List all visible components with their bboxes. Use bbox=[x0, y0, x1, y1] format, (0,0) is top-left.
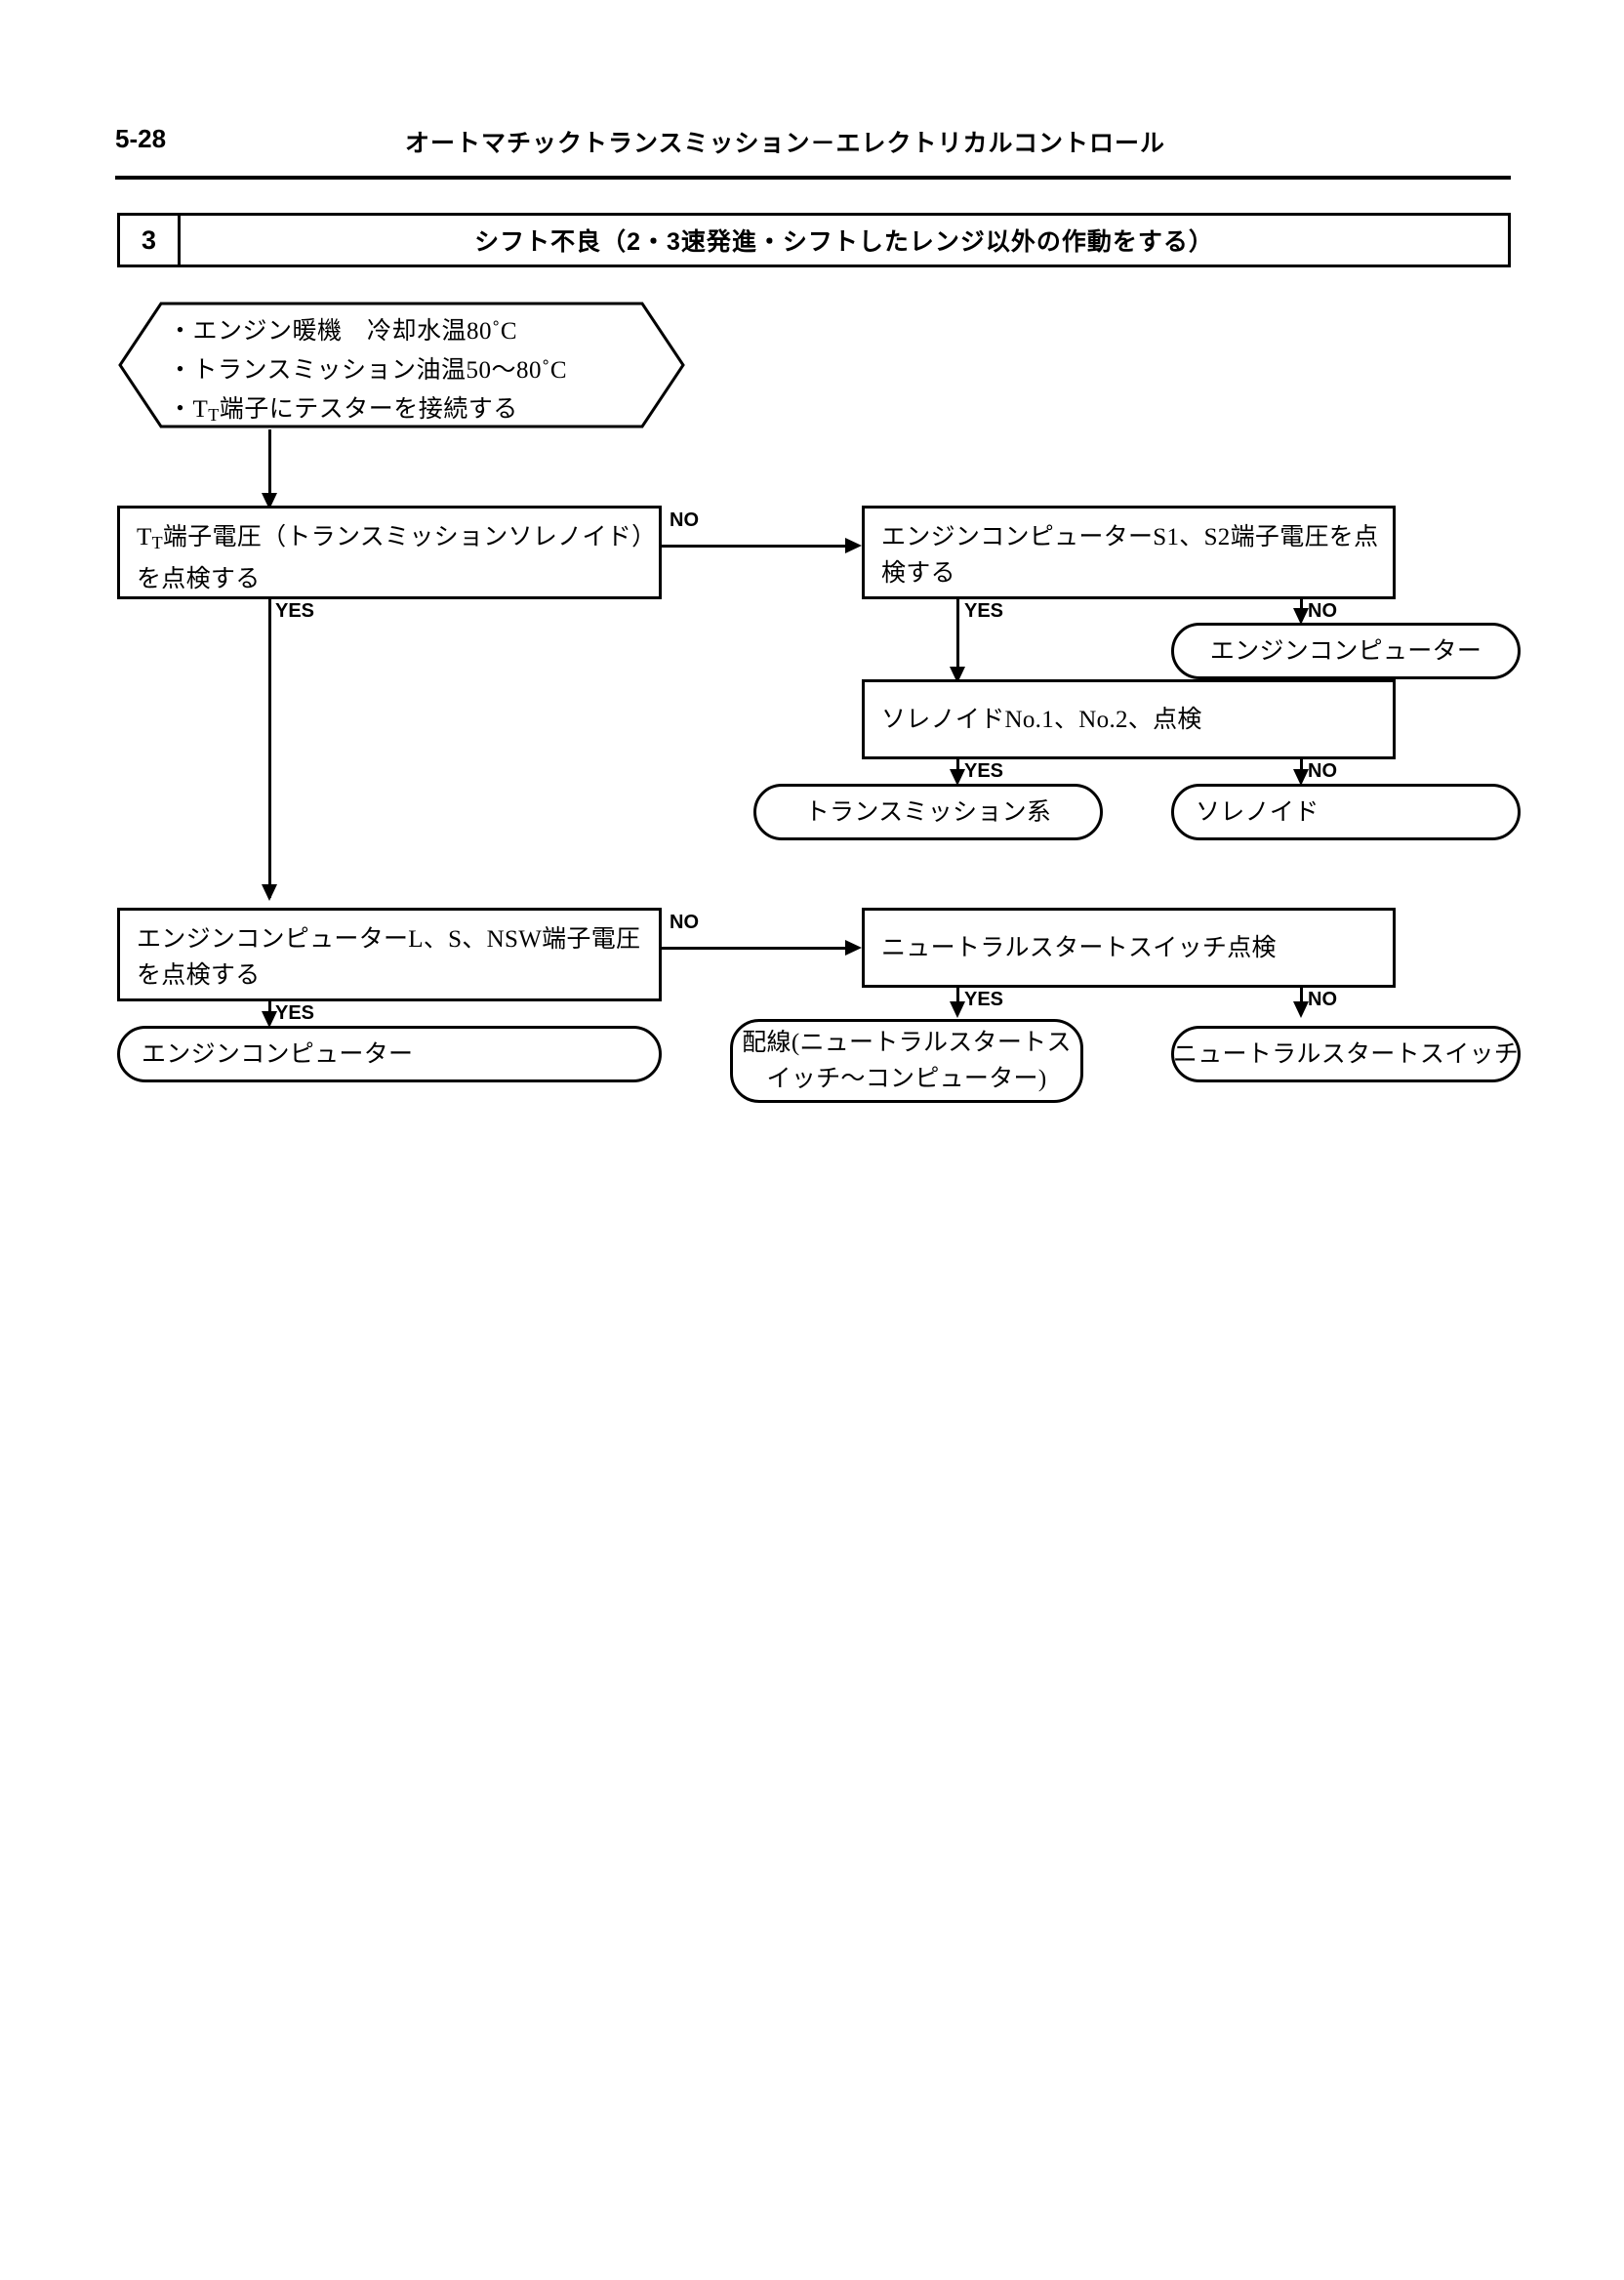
arrow-step2-no bbox=[1293, 608, 1309, 625]
connector-step2-yes bbox=[956, 599, 959, 679]
connector-step5-no bbox=[1300, 988, 1303, 1013]
arrow-step2-yes bbox=[950, 667, 965, 683]
label-no-step4: NO bbox=[670, 912, 699, 933]
label-no-step2: NO bbox=[1308, 600, 1337, 622]
page-header-title: オートマチックトランスミッション－エレクトリカルコントロール bbox=[405, 130, 1166, 157]
header-rule bbox=[115, 176, 1511, 180]
start-line-1: ・エンジン暖機 冷却水温80˚C bbox=[168, 318, 518, 345]
start-condition-text: ・エンジン暖機 冷却水温80˚C ・トランスミッション油温50～80˚C ・TT… bbox=[168, 312, 629, 434]
step5-text: ニュートラルスタートスイッチ点検 bbox=[881, 930, 1385, 966]
result-wiring-line-2: イッチ～コンピューター) bbox=[766, 1066, 1047, 1092]
step4-line-2: を点検する bbox=[137, 962, 261, 989]
label-yes-step5: YES bbox=[964, 989, 1004, 1010]
step4-line-1: エンジンコンピューターL、S、NSW端子電圧 bbox=[137, 926, 641, 953]
label-yes-step1: YES bbox=[275, 600, 315, 622]
connector-start-to-step1 bbox=[268, 429, 271, 506]
step-tt-terminal-voltage: TT端子電圧（トランスミッションソレノイド） を点検する bbox=[117, 506, 662, 599]
arrow-step3-yes bbox=[950, 769, 965, 786]
arrow-step4-no bbox=[845, 940, 862, 956]
section-title: シフト不良（2・3速発進・シフトしたレンジ以外の作動をする） bbox=[474, 228, 1214, 256]
start-line-2: ・トランスミッション油温50～80˚C bbox=[168, 357, 568, 384]
connector-step4-no bbox=[662, 947, 852, 950]
connector-step5-yes bbox=[956, 988, 959, 1013]
step1-line-1: TT端子電圧（トランスミッションソレノイド） bbox=[137, 524, 657, 552]
arrow-start-to-step1 bbox=[262, 493, 277, 509]
arrow-step5-no bbox=[1293, 1001, 1309, 1018]
connector-step1-no bbox=[662, 545, 852, 548]
step5-line-1: ニュートラルスタートスイッチ点検 bbox=[881, 935, 1277, 961]
section-title-bar: 3 シフト不良（2・3速発進・シフトしたレンジ以外の作動をする） bbox=[117, 213, 1511, 267]
step3-text: ソレノイドNo.1、No.2、点検 bbox=[881, 702, 1385, 738]
step-ecu-l-s-nsw-voltage: エンジンコンピューターL、S、NSW端子電圧 を点検する bbox=[117, 908, 662, 1001]
step-neutral-start-switch-check: ニュートラルスタートスイッチ点検 bbox=[862, 908, 1396, 988]
hexagon-outline bbox=[118, 302, 685, 428]
result-solenoid: ソレノイド bbox=[1171, 784, 1521, 840]
label-yes-step4: YES bbox=[275, 1002, 315, 1024]
result-wiring-text: 配線(ニュートラルスタートス イッチ～コンピューター) bbox=[733, 1022, 1080, 1100]
label-no-step1: NO bbox=[670, 509, 699, 531]
result-engine-computer-bottom-text: エンジンコンピューター bbox=[142, 1040, 414, 1068]
step3-line-1: ソレノイドNo.1、No.2、点検 bbox=[881, 707, 1202, 733]
page-number: 5-28 bbox=[115, 124, 167, 153]
arrow-step3-no bbox=[1293, 769, 1309, 786]
label-no-step3: NO bbox=[1308, 760, 1337, 782]
result-transmission-system: トランスミッション系 bbox=[753, 784, 1103, 840]
label-no-step5: NO bbox=[1308, 989, 1337, 1010]
step1-text: TT端子電圧（トランスミッションソレノイド） を点検する bbox=[137, 519, 657, 597]
result-solenoid-text: ソレノイド bbox=[1196, 798, 1320, 826]
arrow-step5-yes bbox=[950, 1001, 965, 1018]
result-engine-computer-top: エンジンコンピューター bbox=[1171, 623, 1521, 679]
step4-text: エンジンコンピューターL、S、NSW端子電圧 を点検する bbox=[137, 921, 651, 994]
label-yes-step3: YES bbox=[964, 760, 1004, 782]
result-wiring-line-1: 配線(ニュートラルスタートス bbox=[742, 1030, 1072, 1056]
arrow-step4-yes bbox=[262, 1011, 277, 1028]
step-ecu-s1-s2-voltage: エンジンコンピューターS1、S2端子電圧を点 検する bbox=[862, 506, 1396, 599]
result-neutral-start-switch-text: ニュートラルスタートスイッチ bbox=[1172, 1040, 1520, 1068]
result-neutral-start-switch: ニュートラルスタートスイッチ bbox=[1171, 1026, 1521, 1082]
step2-text: エンジンコンピューターS1、S2端子電圧を点 検する bbox=[881, 519, 1385, 591]
label-yes-step2: YES bbox=[964, 600, 1004, 622]
start-condition-hexagon: ・エンジン暖機 冷却水温80˚C ・トランスミッション油温50～80˚C ・TT… bbox=[117, 301, 686, 429]
section-number: 3 bbox=[120, 216, 181, 265]
result-transmission-system-text: トランスミッション系 bbox=[804, 798, 1052, 826]
step1-line-2: を点検する bbox=[137, 565, 261, 592]
connector-step1-yes bbox=[268, 599, 271, 898]
result-engine-computer-top-text: エンジンコンピューター bbox=[1209, 637, 1482, 665]
step2-line-1: エンジンコンピューターS1、S2端子電圧を点 bbox=[881, 524, 1379, 550]
arrow-step1-yes bbox=[262, 884, 277, 901]
arrow-step1-no bbox=[845, 538, 862, 553]
result-wiring: 配線(ニュートラルスタートス イッチ～コンピューター) bbox=[730, 1019, 1083, 1103]
start-line-3: ・TT端子にテスターを接続する bbox=[168, 396, 518, 425]
step2-line-2: 検する bbox=[881, 560, 955, 587]
result-engine-computer-bottom: エンジンコンピューター bbox=[117, 1026, 662, 1082]
step-solenoid-check: ソレノイドNo.1、No.2、点検 bbox=[862, 679, 1396, 759]
